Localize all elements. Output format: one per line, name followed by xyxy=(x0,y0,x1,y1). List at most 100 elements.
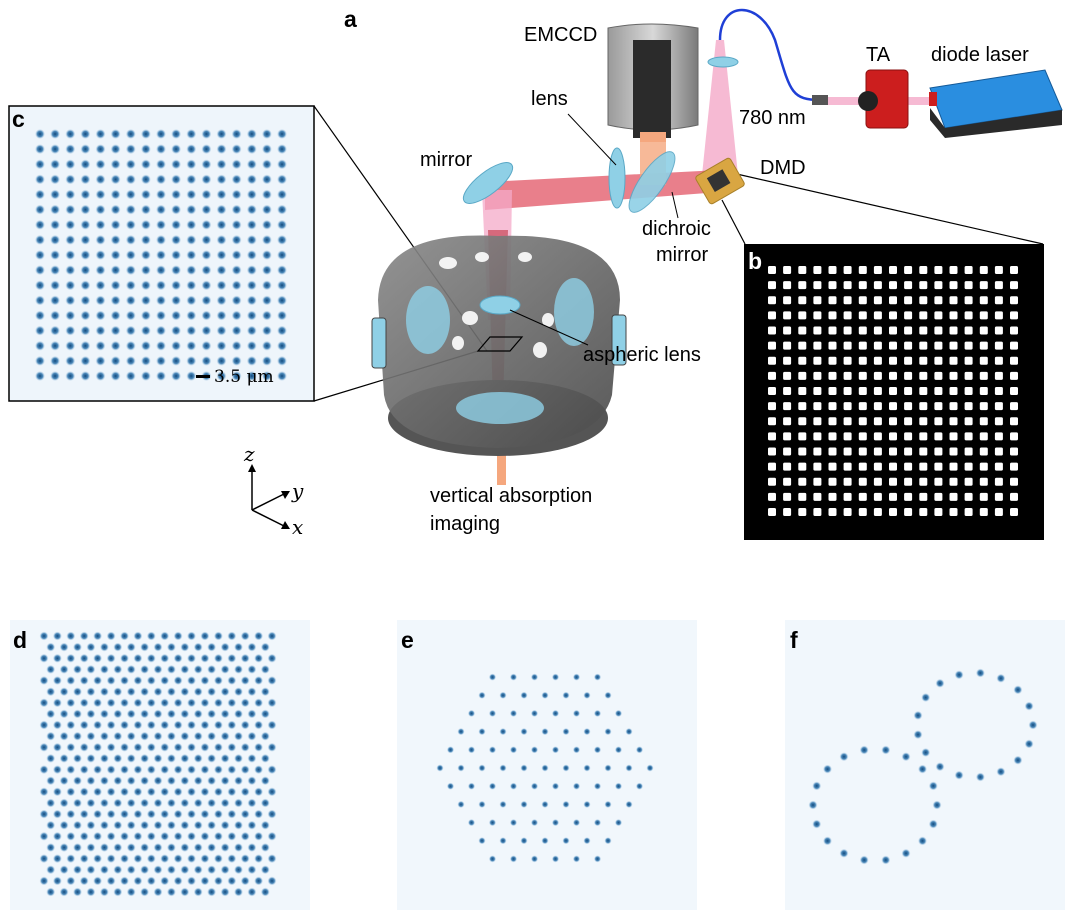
atom-spot xyxy=(126,843,136,852)
atom-spot xyxy=(246,204,257,215)
atom-spot xyxy=(66,698,76,708)
atom-spot xyxy=(126,642,136,652)
atom-spot xyxy=(207,642,217,652)
atom-spot xyxy=(231,174,242,185)
atom-spot xyxy=(73,865,82,875)
aspheric-leader xyxy=(509,309,589,346)
atom-spot xyxy=(95,189,106,200)
atom-spot xyxy=(166,820,176,830)
atom-spot xyxy=(99,776,109,786)
atom-spot xyxy=(65,219,76,230)
atom-spot xyxy=(247,843,257,852)
atom-spot xyxy=(247,664,257,674)
atom-spot xyxy=(156,129,166,139)
atom-spot xyxy=(646,764,654,772)
atom-spot xyxy=(126,753,136,763)
dmd-spot xyxy=(919,492,928,501)
atom-spot xyxy=(231,371,242,381)
atom-spot xyxy=(66,809,76,819)
atom-spot xyxy=(140,174,151,185)
atom-spot xyxy=(220,731,230,741)
atom-spot xyxy=(110,280,121,291)
dmd-spot xyxy=(919,356,928,365)
atom-spot xyxy=(110,219,121,230)
atom-spot xyxy=(975,772,985,782)
atom-spot xyxy=(572,673,581,681)
dmd-spot xyxy=(858,356,867,365)
atom-spot xyxy=(186,204,197,215)
atom-spot xyxy=(187,787,196,797)
dmd-spot xyxy=(768,356,776,365)
atom-spot xyxy=(240,742,250,752)
dmd-spot xyxy=(768,417,776,426)
atom-spot xyxy=(171,234,182,245)
dmd-spot xyxy=(949,266,958,274)
dmd-spot xyxy=(768,326,776,335)
atom-spot xyxy=(166,709,176,719)
atom-spot xyxy=(467,746,476,754)
atom-spot xyxy=(247,642,257,652)
atom-spot xyxy=(166,776,176,786)
atom-spot xyxy=(213,809,223,819)
dmd-spot xyxy=(813,266,822,274)
atom-spot xyxy=(106,653,116,663)
atom-spot xyxy=(254,809,264,819)
atom-spot xyxy=(267,809,277,819)
dmd-spot xyxy=(949,326,958,335)
dmd-spot xyxy=(994,326,1003,335)
atom-spot xyxy=(95,234,106,245)
dmd-spot xyxy=(813,402,822,411)
atom-spot xyxy=(193,664,203,674)
atom-spot xyxy=(180,687,190,697)
atom-spot xyxy=(227,831,237,841)
atom-spot xyxy=(478,800,486,809)
atom-spot xyxy=(125,371,136,381)
dmd-spot xyxy=(979,432,988,441)
atom-spot xyxy=(65,189,76,200)
dmd-spot xyxy=(979,417,988,426)
atom-spot xyxy=(66,787,76,797)
atom-spot xyxy=(39,765,49,775)
atom-spot xyxy=(234,687,243,697)
atom-spot xyxy=(996,767,1006,777)
atom-spot xyxy=(227,653,237,663)
atom-spot xyxy=(180,820,190,830)
atom-spot xyxy=(227,765,237,775)
atom-spot xyxy=(35,234,45,245)
atom-spot xyxy=(35,371,45,381)
fiber-connector xyxy=(812,95,828,105)
dmd-spot xyxy=(949,492,958,501)
panel-label-e: e xyxy=(401,627,414,653)
atom-spot xyxy=(234,798,243,808)
atom-spot xyxy=(140,798,150,808)
atom-spot xyxy=(457,800,465,809)
atom-spot xyxy=(260,731,270,741)
dmd-spot xyxy=(979,477,988,486)
atom-spot xyxy=(50,234,61,245)
dmd-spot xyxy=(919,311,928,320)
atom-spot xyxy=(201,219,212,230)
atom-spot xyxy=(247,709,257,719)
atom-spot xyxy=(95,371,106,381)
atom-spot xyxy=(193,798,203,808)
atom-spot xyxy=(240,653,250,663)
atom-spot xyxy=(187,698,196,708)
atom-spot xyxy=(146,787,156,797)
atom-spot xyxy=(80,325,91,336)
atom-spot xyxy=(133,676,143,685)
atom-spot xyxy=(171,204,182,215)
atom-spot xyxy=(80,159,91,170)
panel-e-atom-array xyxy=(436,673,654,863)
dmd-spot xyxy=(1010,417,1018,426)
atom-spot xyxy=(95,295,106,306)
atom-spot xyxy=(39,787,49,797)
atom-spot xyxy=(79,876,89,886)
dmd-spot xyxy=(919,508,928,516)
atom-spot xyxy=(46,753,56,763)
dmd-spot xyxy=(949,296,958,305)
atom-spot xyxy=(186,129,197,139)
atom-spot xyxy=(254,631,264,641)
atom-spot xyxy=(59,843,69,852)
atom-spot xyxy=(593,782,602,790)
dmd-spot xyxy=(904,447,913,456)
